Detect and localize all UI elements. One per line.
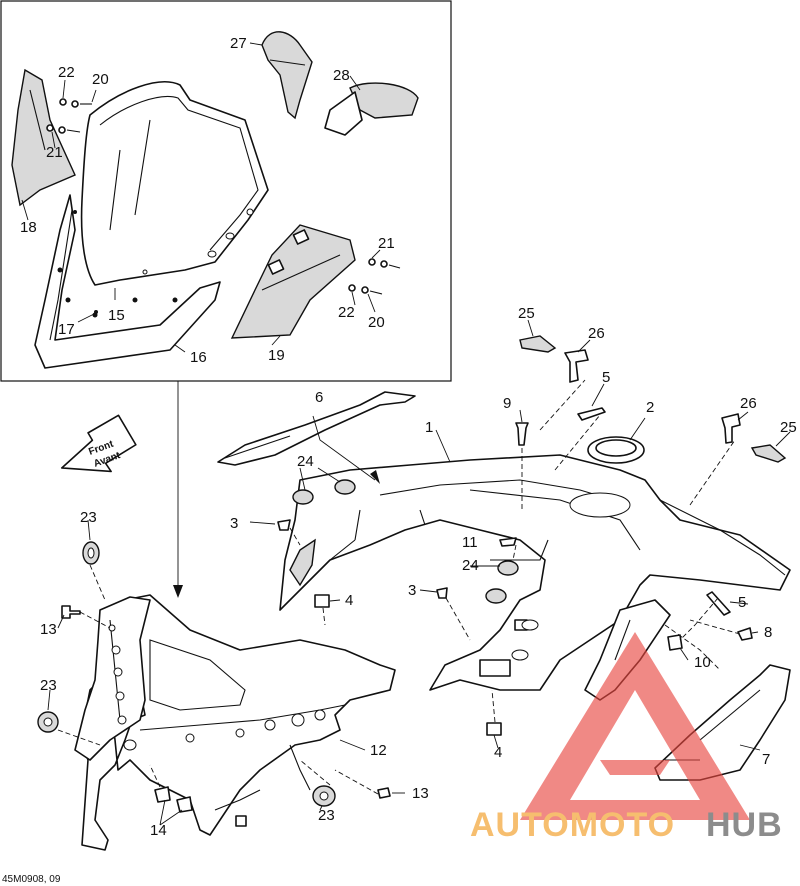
- callout-3b: 3: [408, 582, 416, 599]
- callout-2: 2: [646, 399, 654, 416]
- inset-pointer-arrow: [173, 585, 183, 598]
- callout-12: 12: [370, 742, 387, 759]
- callouts: 22 20 21 18 27 28 21 22 20 17 15 16 19 6…: [20, 35, 797, 839]
- callout-8: 8: [764, 624, 772, 641]
- callout-6: 6: [315, 389, 323, 406]
- grommet-23-bottom: [312, 785, 336, 807]
- callout-4: 4: [345, 592, 353, 609]
- main-body-panel: [279, 454, 791, 691]
- grommet-23-left: [37, 711, 59, 733]
- callout-11: 11: [462, 534, 478, 551]
- front-direction-arrow: Front Avant: [60, 414, 137, 473]
- front-nose-panel: [74, 594, 396, 851]
- callout-21: 21: [46, 144, 63, 161]
- watermark-hub-text: HUB: [706, 806, 783, 844]
- callout-23b: 23: [40, 677, 57, 694]
- callout-22b: 22: [338, 304, 355, 321]
- inset-frame: [0, 0, 452, 382]
- callout-5b: 5: [738, 594, 746, 611]
- callout-24b: 24: [462, 557, 479, 574]
- callout-27: 27: [230, 35, 247, 52]
- windshield-lower-trim: [34, 194, 221, 369]
- callout-22: 22: [58, 64, 75, 81]
- callout-28: 28: [333, 67, 350, 84]
- grommet-23-top: [82, 541, 100, 565]
- drawing-code: 45M0908, 09: [2, 874, 61, 885]
- callout-19: 19: [268, 347, 285, 364]
- callout-1: 1: [425, 419, 433, 436]
- callout-23: 23: [80, 509, 97, 526]
- callout-13: 13: [40, 621, 57, 638]
- callout-16: 16: [190, 349, 207, 366]
- left-side-deflector: [11, 68, 76, 207]
- callout-17: 17: [58, 321, 75, 338]
- callout-23c: 23: [318, 807, 335, 824]
- callout-15: 15: [108, 307, 125, 324]
- fuel-cap-ring: [587, 417, 646, 464]
- callout-4b: 4: [494, 744, 502, 761]
- callout-26b: 26: [740, 395, 757, 412]
- inset-hardware: [46, 98, 401, 314]
- callout-18: 18: [20, 219, 37, 236]
- leader-lines: [47, 319, 791, 826]
- mirror-28: [324, 75, 419, 136]
- watermark: AUTOMOTO HUB: [470, 632, 783, 844]
- hardware: [37, 335, 787, 813]
- callout-13b: 13: [412, 785, 429, 802]
- callout-25: 25: [518, 305, 535, 322]
- mirror-27: [249, 31, 313, 120]
- callout-25b: 25: [780, 419, 797, 436]
- watermark-auto-text: AUTOMOTO: [470, 806, 675, 844]
- callout-5: 5: [602, 369, 610, 386]
- inset-leaders: [21, 79, 381, 353]
- callout-24: 24: [297, 453, 314, 470]
- callout-9: 9: [503, 395, 511, 412]
- windshield: [80, 81, 269, 286]
- callout-14: 14: [150, 822, 167, 839]
- callout-20b: 20: [368, 314, 385, 331]
- callout-3: 3: [230, 515, 238, 532]
- watermark-triangle-icon: [520, 632, 750, 820]
- callout-21b: 21: [378, 235, 395, 252]
- callout-26: 26: [588, 325, 605, 342]
- callout-7: 7: [762, 751, 770, 768]
- callout-20: 20: [92, 71, 109, 88]
- right-side-deflector: [230, 224, 356, 339]
- callout-10: 10: [694, 654, 711, 671]
